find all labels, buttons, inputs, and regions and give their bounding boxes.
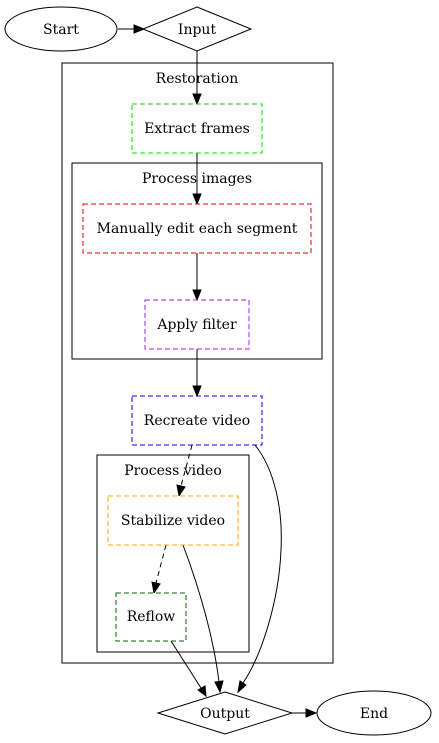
edge-reflow-output [170,640,202,689]
edge-recreate-stabilize [180,444,193,487]
edges [118,24,318,718]
node-output-label: Output [200,706,250,722]
node-input[interactable]: Input [141,6,253,52]
node-stabilize-video[interactable]: Stabilize video [107,495,239,546]
node-extract-frames-label: Extract frames [144,121,250,137]
arrowhead-stabilize-reflow [151,581,161,595]
arrowhead-recreate-output [237,680,247,694]
cluster-process-video: Process video [96,454,250,653]
node-input-label: Input [178,22,217,38]
node-reflow[interactable]: Reflow [115,592,187,642]
node-reflow-label: Reflow [127,609,176,625]
edge-stabilize-reflow [155,544,167,584]
node-recreate-video-label: Recreate video [144,413,250,429]
node-recreate-video[interactable]: Recreate video [131,395,263,446]
arrowhead-stabilize-output [214,680,224,694]
arrowhead-extract-manually [192,193,202,206]
node-output[interactable]: Output [156,691,294,735]
arrowhead-output-end [305,708,318,718]
arrowhead-manually-apply [192,289,202,302]
node-end-label: End [360,706,388,722]
arrowhead-apply-recreate [192,385,202,398]
node-stabilize-video-label: Stabilize video [121,513,225,529]
node-manually-edit[interactable]: Manually edit each segment [82,203,312,254]
arrowhead-start-input [133,24,146,34]
edge-recreate-output [242,444,282,684]
cluster-process-video-label: Process video [124,463,222,479]
node-extract-frames[interactable]: Extract frames [131,103,263,154]
node-start-label: Start [43,22,79,38]
node-manually-edit-label: Manually edit each segment [97,221,298,237]
edge-stabilize-output [182,544,220,683]
arrowhead-recreate-stabilize [176,484,186,498]
node-apply-filter[interactable]: Apply filter [144,299,250,350]
node-end[interactable]: End [316,690,432,736]
arrowhead-reflow-output [197,685,207,698]
node-apply-filter-label: Apply filter [156,317,237,333]
node-start[interactable]: Start [4,6,118,52]
arrowhead-input-extract [192,93,202,106]
